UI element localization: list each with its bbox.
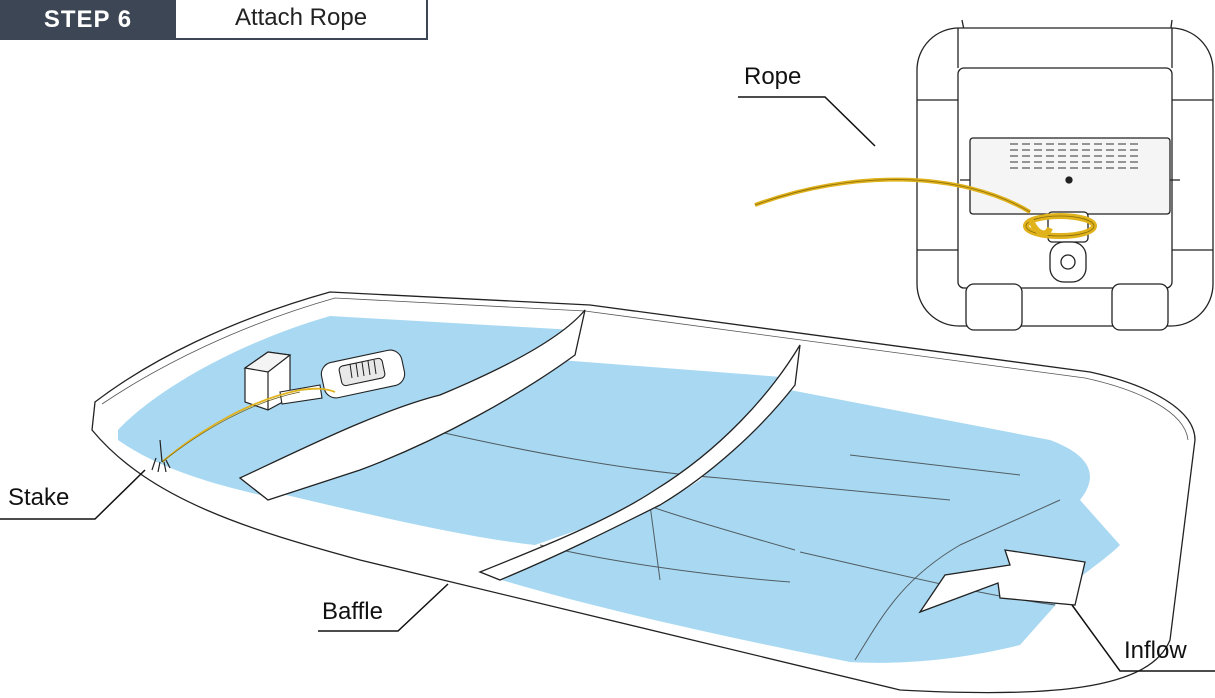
baffle-left: [238, 309, 586, 501]
baffle-right: [478, 344, 801, 581]
rope-leader: [738, 96, 876, 147]
baffle-label: Baffle: [322, 598, 383, 625]
stake-leader: [0, 469, 146, 520]
step-number: STEP 6: [0, 0, 176, 40]
pond-rope: [161, 387, 336, 463]
stake-label: Stake: [8, 484, 70, 511]
rope-label: Rope: [744, 63, 802, 90]
step-header: STEP 6 Attach Rope: [0, 0, 428, 40]
device-topview: [916, 19, 1214, 331]
inflow-label: Inflow: [1124, 637, 1187, 664]
rope-on-device: [754, 177, 1097, 239]
step-title: Attach Rope: [176, 0, 428, 40]
robot-small: [279, 349, 406, 405]
stake-marker: [151, 439, 171, 473]
baffle-leader: [318, 583, 449, 632]
inflow-leader: [1071, 604, 1215, 672]
inflow-arrow: [918, 549, 1086, 614]
